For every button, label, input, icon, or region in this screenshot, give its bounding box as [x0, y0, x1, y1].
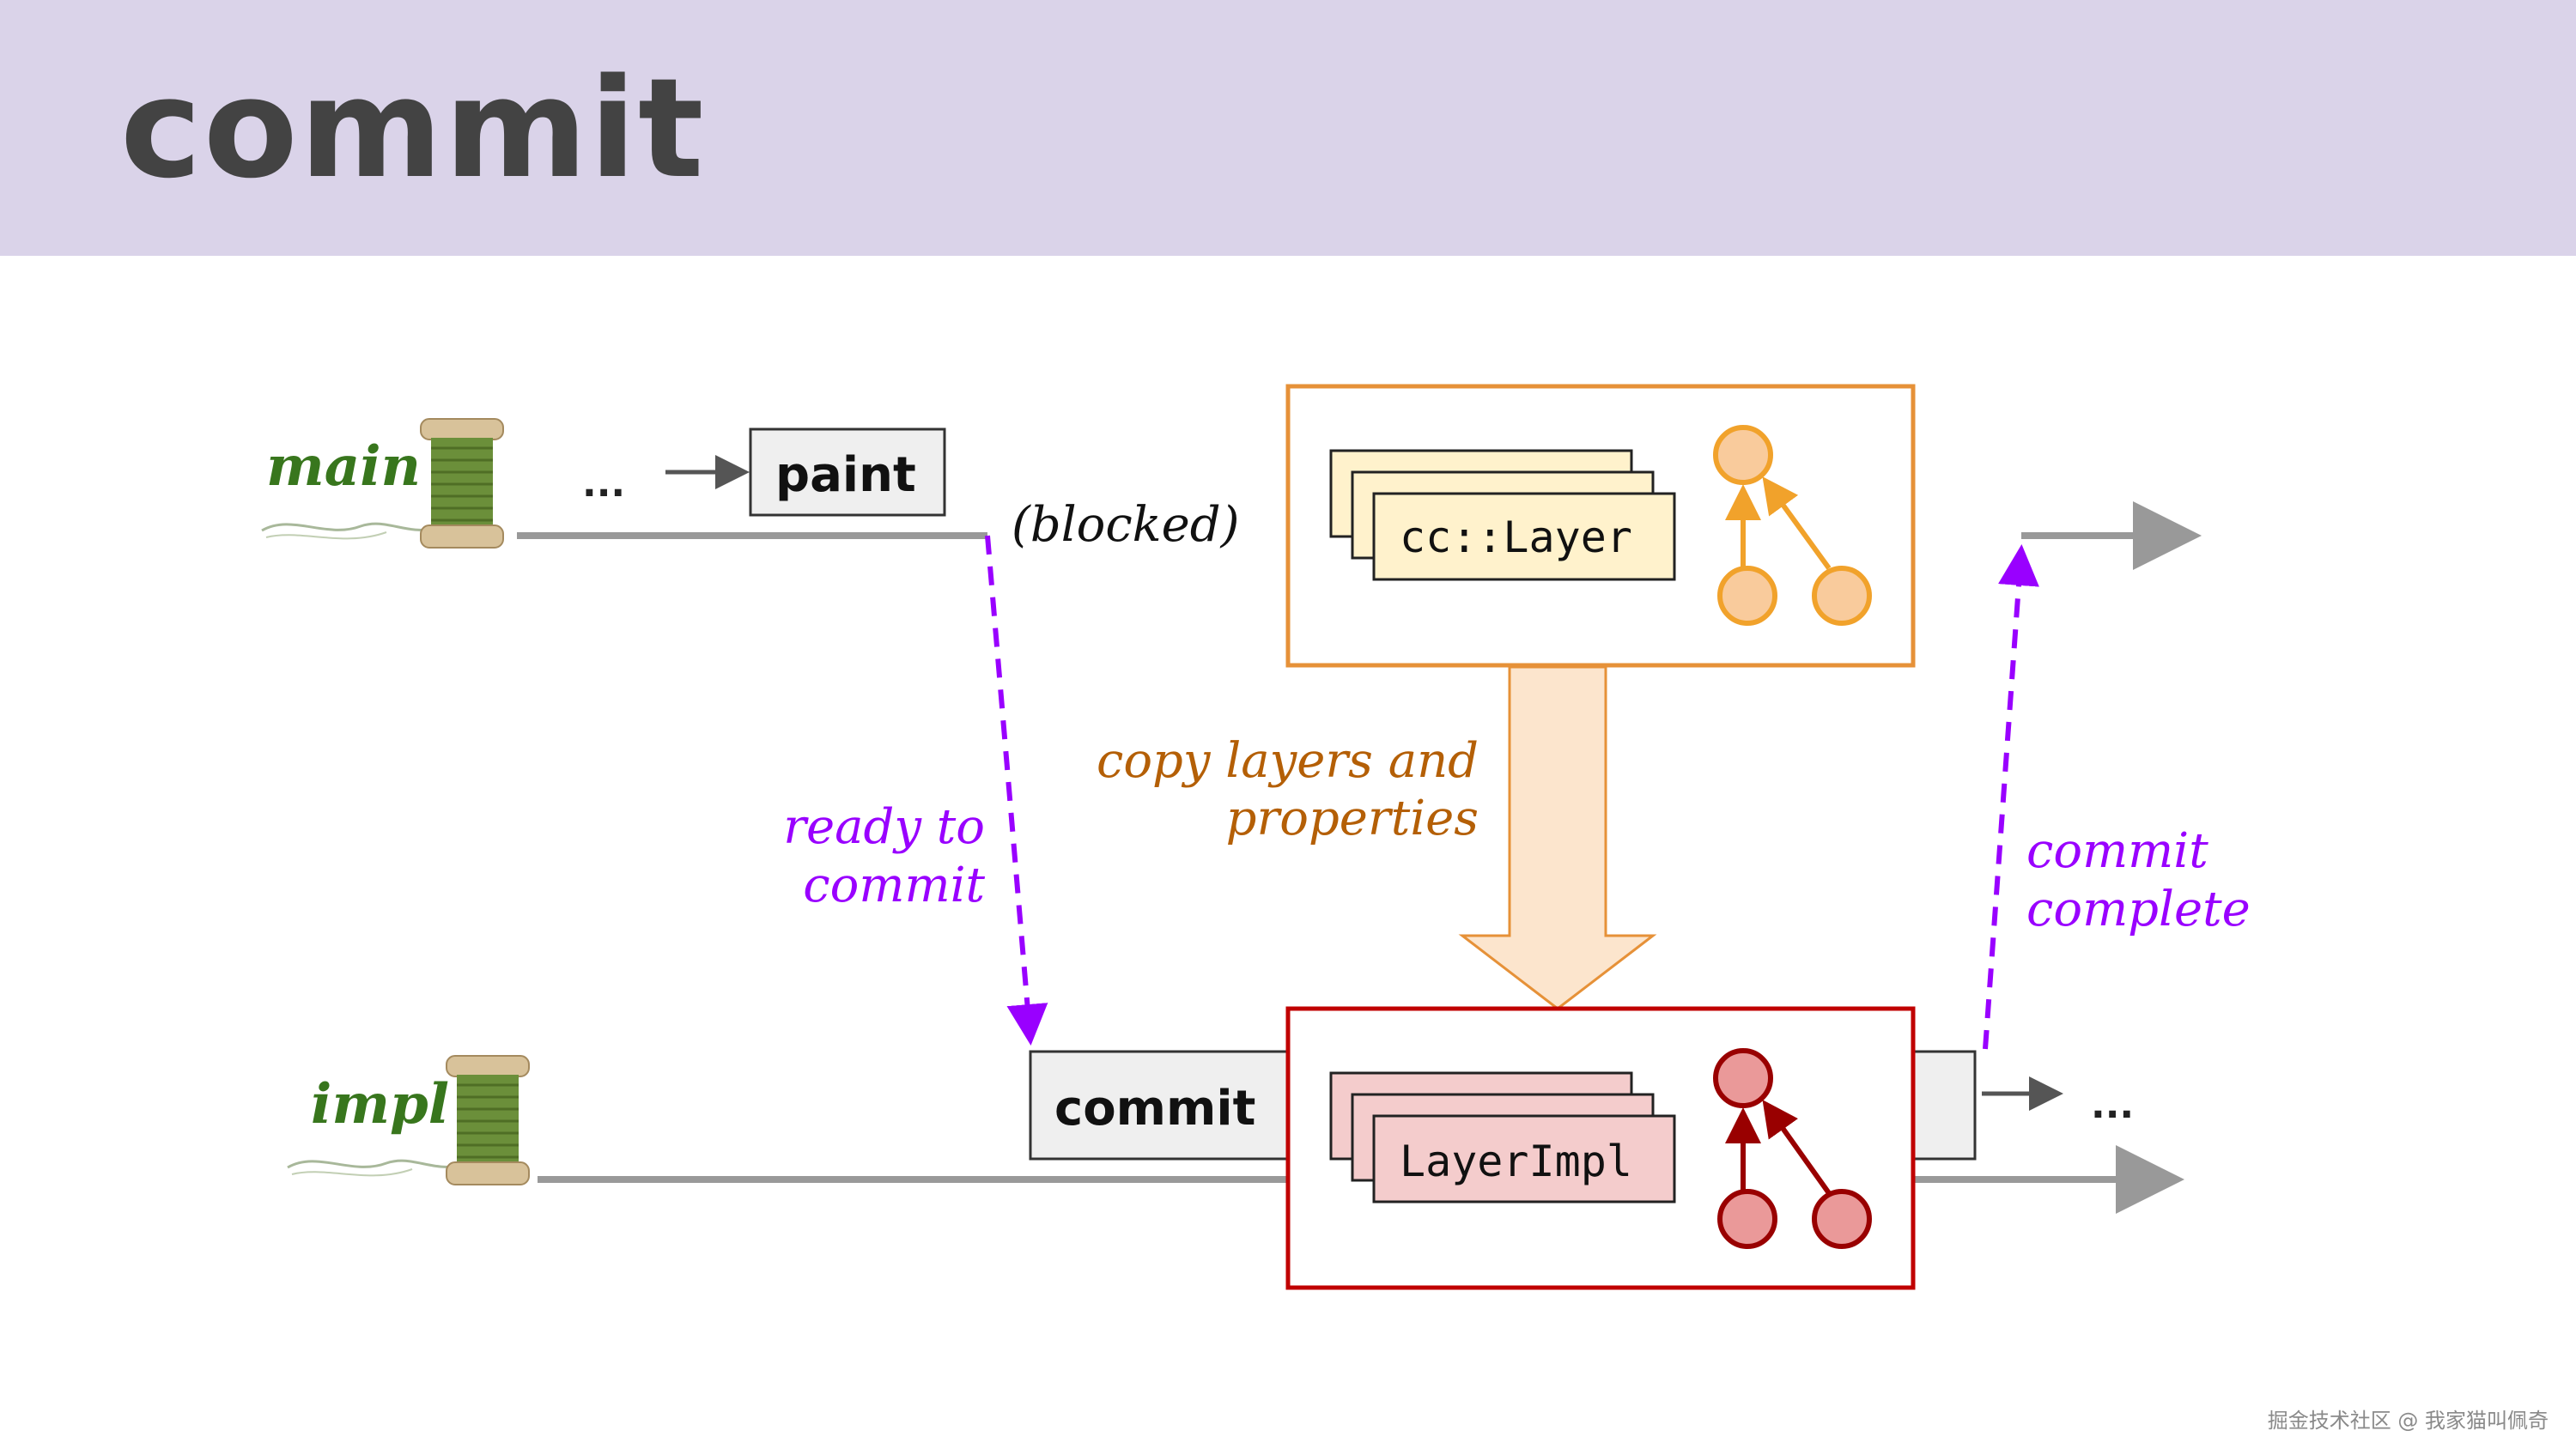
blocked-label: (blocked): [1012, 497, 1239, 553]
impl-child-node: [1717, 1189, 1777, 1249]
watermark: 掘金技术社区 @ 我家猫叫佩奇: [2267, 1409, 2549, 1433]
layer-impl-label: LayerImpl: [1400, 1137, 1632, 1186]
layer-card: [1372, 492, 1676, 581]
impl-thread-label: impl: [311, 1072, 449, 1137]
thread-spool-icon: [287, 1055, 530, 1185]
layer-root-node: [1713, 425, 1773, 485]
layer-impl-box: LayerImpl: [1285, 1006, 1916, 1290]
main-thread-label: main: [266, 434, 421, 499]
copy-label-line1: copy layers and: [1097, 733, 1479, 789]
impl-child-node: [1812, 1189, 1872, 1249]
layer-label: cc::Layer: [1400, 512, 1632, 562]
commit-label: commit: [1054, 1081, 1255, 1137]
ready-label-line1: ready to: [783, 799, 985, 855]
layer-child-node: [1717, 566, 1777, 626]
layer-impl-tree: [1713, 1048, 1872, 1249]
complete-label-line1: commit: [2026, 823, 2208, 879]
copy-label-line2: properties: [1226, 791, 1479, 846]
copy-arrow: [1458, 665, 1657, 1010]
main-ellipsis: ...: [582, 462, 625, 506]
impl-root-node: [1713, 1048, 1773, 1108]
slide-title: commit: [120, 48, 706, 209]
paint-label: paint: [775, 447, 916, 503]
commit-complete-arrow: [1983, 544, 2039, 1050]
title-bar: [0, 0, 2576, 256]
paint-box: paint: [749, 427, 946, 517]
layer-impl-card: [1372, 1114, 1676, 1203]
ready-to-commit-arrow: [985, 535, 1048, 1046]
ready-label-line2: commit: [803, 858, 985, 913]
complete-label-line2: complete: [2026, 882, 2251, 937]
layer-child-node: [1812, 566, 1872, 626]
layer-tree: [1713, 425, 1872, 626]
thread-spool-icon: [261, 418, 504, 549]
impl-ellipsis: ...: [2091, 1083, 2134, 1127]
layer-box: cc::Layer: [1285, 384, 1916, 668]
